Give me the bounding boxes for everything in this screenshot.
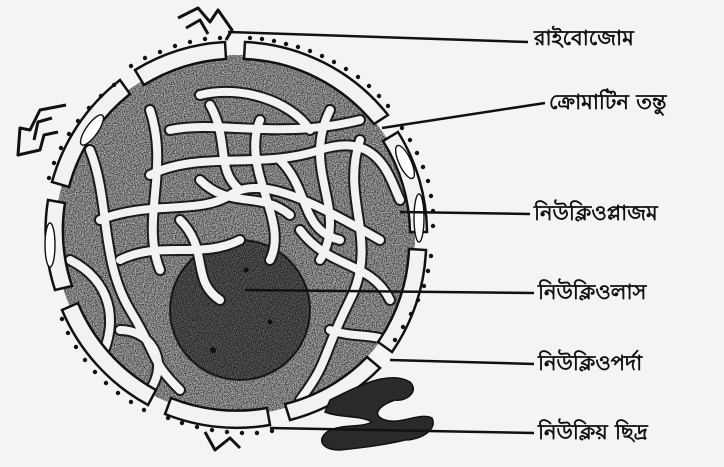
nucleolus-shape — [170, 240, 310, 380]
label-nuclear-envelope: নিউক্লিওপর্দা — [538, 353, 642, 374]
label-ribosome: রাইবোজোম — [534, 28, 634, 49]
label-nucleoplasm: নিউক্লিওপ্লাজম — [534, 203, 658, 224]
label-nuclear-pore: নিউক্লিয় ছিদ্র — [538, 422, 648, 443]
label-chromatin-fibre: ক্রোমাটিন তন্তু — [549, 92, 666, 113]
label-nucleolus: নিউক্লিওলাস — [538, 282, 646, 303]
